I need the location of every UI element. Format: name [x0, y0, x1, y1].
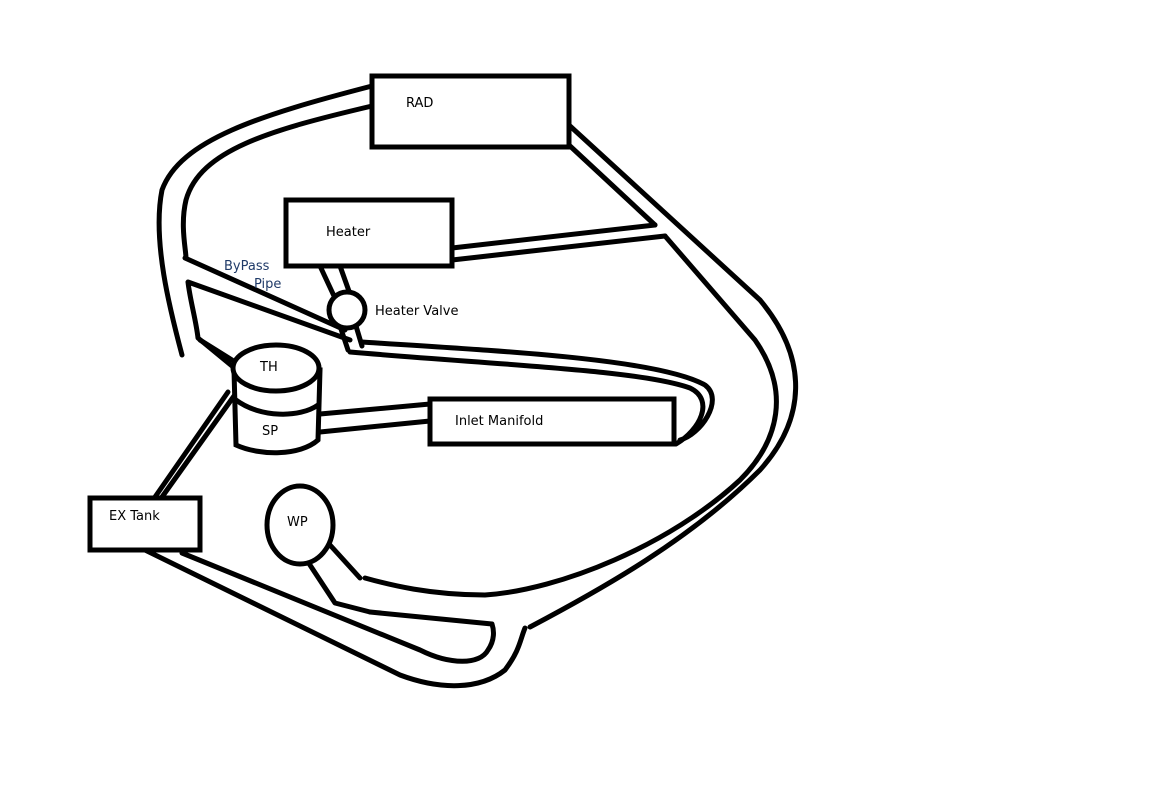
heater-valve-circle	[326, 289, 368, 331]
wp-label: WP	[287, 515, 308, 530]
bypass-to-manifold-pipe	[197, 337, 715, 447]
heater-valve-label: Heater Valve	[375, 304, 459, 319]
rad-to-th-pipe-inner	[180, 103, 375, 261]
bypass-pipe	[182, 255, 353, 369]
ex-tank-box	[87, 495, 203, 553]
wp-circle	[264, 483, 336, 567]
inlet-manifold-label: Inlet Manifold	[455, 414, 544, 429]
bottom-pipe-outer	[142, 547, 528, 689]
bottom-pipe-inner	[179, 550, 496, 664]
sp-to-manifold-pipe	[317, 401, 433, 435]
heater-label: Heater	[326, 225, 371, 240]
th-label: TH	[260, 360, 278, 375]
right-loop-outer	[527, 123, 799, 630]
heater-box	[283, 197, 455, 269]
heater-return-pipe	[449, 222, 668, 263]
ex-tank-label: EX Tank	[109, 509, 160, 524]
ex-tank-to-th-pipe	[152, 389, 237, 500]
bypass-label-line2: Pipe	[254, 277, 282, 292]
rad-box	[369, 73, 572, 150]
heater-valve-pipe	[317, 263, 365, 353]
wp-pipe	[305, 542, 373, 615]
rad-label: RAD	[406, 96, 434, 111]
rad-to-th-pipe-outer	[156, 83, 375, 358]
right-loop-inner	[362, 143, 779, 598]
sp-divider	[233, 397, 321, 417]
sp-label: SP	[262, 424, 279, 439]
inlet-manifold-box	[427, 396, 677, 447]
th-top-ellipse	[230, 342, 322, 394]
bypass-label-line1: ByPass	[224, 259, 270, 274]
